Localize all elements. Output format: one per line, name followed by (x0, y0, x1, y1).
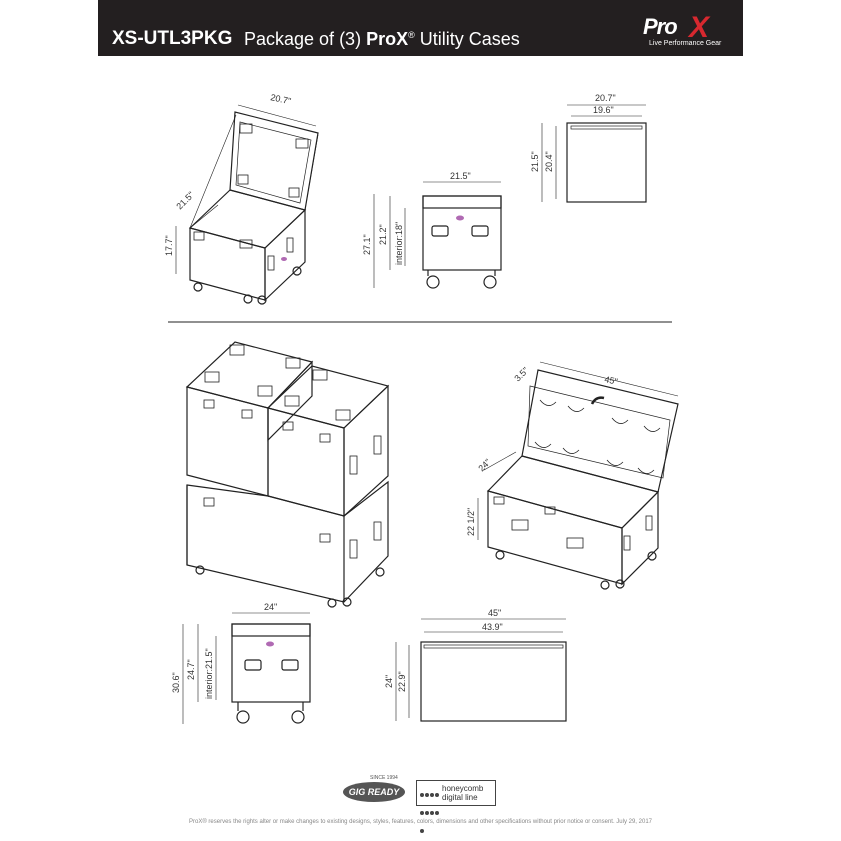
honeycomb-line1: honeycomb (442, 784, 484, 793)
small-case-isometric (175, 104, 319, 305)
gig-ready-badge: GIG READY (343, 782, 405, 802)
gig-ready-logo: SINCE 1994 GIG READY (340, 775, 410, 806)
dim-small-top-outer-w: 20.7" (595, 93, 616, 103)
dim-small-iso-height: 17.7" (164, 235, 174, 256)
desc-brand: ProX (366, 29, 409, 49)
desc-suffix: Utility Cases (419, 29, 520, 49)
honeycomb-line2: digital line (442, 793, 478, 802)
large-case-front (182, 612, 311, 724)
dim-small-iso-depth: 21.5" (174, 190, 196, 212)
footer-logos: SINCE 1994 GIG READY honeycomb digital l… (340, 772, 500, 833)
dim-small-iso-width: 20.7" (270, 92, 292, 106)
small-case-top (541, 104, 647, 203)
dim-large-top-outer-d: 24" (384, 675, 394, 688)
product-description: Package of (3) ProX® Utility Cases (244, 29, 520, 50)
dim-large-top-inner-w: 43.9" (482, 622, 503, 632)
logo-pro: Pro (643, 14, 678, 39)
dim-large-iso-height: 22 1/2" (466, 508, 476, 536)
dim-large-front-interior: interior:21.5" (204, 648, 214, 699)
dim-small-top-inner-d: 20.4" (544, 151, 554, 172)
dim-large-top-outer-w: 45" (488, 608, 501, 618)
dim-large-front-width: 24" (264, 602, 277, 612)
page-header: XS-UTL3PKG Package of (3) ProX® Utility … (98, 0, 743, 56)
dim-large-iso-depth: 24" (476, 457, 492, 473)
dim-small-front-body: 21.2" (378, 224, 388, 245)
dim-small-top-inner-w: 19.6" (593, 105, 614, 115)
logo-x: X (689, 11, 710, 44)
dim-large-iso-lid: 3.5" (512, 365, 530, 383)
honeycomb-logo: honeycomb digital line (416, 780, 496, 833)
dim-small-front-total: 27.1" (362, 234, 372, 255)
desc-reg: ® (408, 30, 415, 40)
disclaimer: ProX® reserves the rights alter or make … (189, 819, 652, 825)
desc-prefix: Package of (3) (244, 29, 362, 49)
dim-small-front-interior: interior:18" (394, 222, 404, 265)
dim-large-top-inner-d: 22.9" (397, 671, 407, 692)
large-case-isometric (477, 361, 679, 590)
model-number: XS-UTL3PKG (112, 28, 233, 49)
stacked-package (185, 341, 390, 608)
dim-small-top-outer-d: 21.5" (530, 151, 540, 172)
logo-tagline: Live Performance Gear (649, 40, 722, 47)
honeycomb-icon (420, 785, 440, 833)
small-case-front (373, 181, 502, 289)
prox-logo: Pro X Live Performance Gear (643, 11, 729, 48)
large-case-top (395, 618, 567, 722)
dim-large-front-body: 24.7" (186, 659, 196, 680)
dim-large-iso-length: 45" (604, 374, 619, 387)
dim-small-front-width: 21.5" (450, 171, 471, 181)
gig-since: SINCE 1994 (370, 775, 398, 781)
dim-large-front-total: 30.6" (171, 672, 181, 693)
